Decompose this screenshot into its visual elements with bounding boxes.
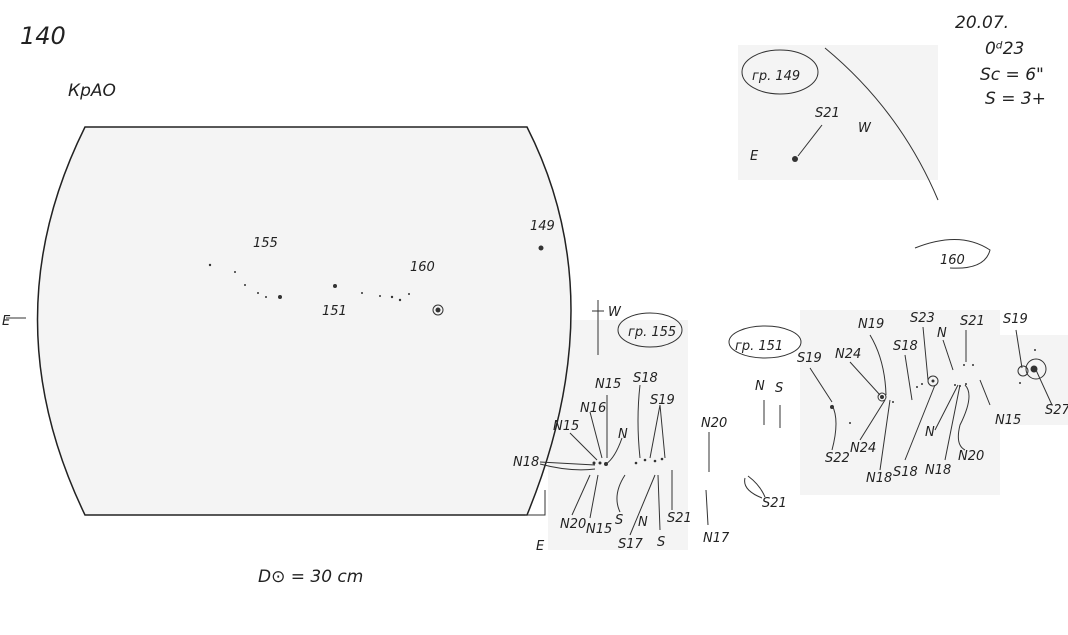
label: S	[615, 513, 623, 528]
label: N24	[850, 441, 876, 456]
label: S17	[618, 537, 644, 552]
label: S21	[762, 496, 787, 511]
label: N15	[586, 522, 612, 537]
group-160-labels: S19 N24 N19 S18 S23 N S21 S19 S22 N24 N1…	[797, 311, 1068, 486]
label: S18	[893, 339, 918, 354]
label: N18	[925, 463, 951, 478]
label: S21	[960, 314, 985, 329]
group-160-title-arc	[914, 239, 991, 269]
group-160-lines	[809, 326, 1053, 471]
group-155-labels: N15 N16 N15 S18 S19 N N18 N20 N15 S S17 …	[513, 371, 692, 554]
group-label-151: 151	[322, 304, 347, 319]
label: N15	[553, 419, 579, 434]
label: S22	[825, 451, 850, 466]
label: S27	[1045, 403, 1068, 418]
seeing: Sc = 6"	[980, 65, 1044, 85]
group-151-lines	[705, 400, 781, 526]
date: 20.07.	[955, 13, 1009, 33]
scale-note: D⊙ = 30 cm	[258, 567, 363, 587]
label: E	[750, 149, 759, 164]
label: S18	[893, 465, 918, 480]
label: S19	[650, 393, 675, 408]
group-label-155: 155	[253, 236, 278, 251]
label: N	[755, 379, 765, 394]
group-151-title-ellipse	[728, 325, 802, 359]
label: S21	[667, 511, 692, 526]
label: S23	[910, 311, 935, 326]
group-155-title-ellipse	[617, 312, 683, 348]
label: S19	[797, 351, 822, 366]
inset-160-background	[800, 310, 1000, 495]
group-160-title: 160	[940, 253, 965, 268]
label: N16	[580, 401, 606, 416]
label: N	[937, 326, 947, 341]
label: N	[618, 427, 628, 442]
observatory-label: КрАО	[68, 81, 116, 101]
quality: S = 3+	[985, 89, 1046, 109]
group-155-spots	[592, 457, 664, 466]
label: S	[657, 535, 665, 550]
label: S21	[815, 106, 840, 121]
group-label-149: 149	[530, 219, 555, 234]
group-149-title-ellipse	[741, 49, 819, 95]
label: S	[775, 381, 783, 396]
spot	[792, 156, 798, 162]
inset-149-background	[738, 45, 938, 180]
label: E	[536, 539, 545, 554]
label: N18	[866, 471, 892, 486]
group-160-spots	[830, 349, 1047, 424]
label: N20	[560, 517, 586, 532]
limb-arc	[824, 47, 939, 201]
label: S19	[1003, 312, 1028, 327]
group-155-lines	[539, 384, 673, 536]
group-149-title: гр. 149	[752, 69, 800, 84]
label: N17	[703, 531, 730, 546]
label: S18	[633, 371, 658, 386]
group-151-title: гр. 151	[735, 339, 783, 354]
label: N15	[595, 377, 621, 392]
label: N	[638, 515, 648, 530]
label: N20	[701, 416, 727, 431]
west-label: W	[608, 305, 622, 320]
east-label: E	[2, 314, 11, 329]
label: N24	[835, 347, 861, 362]
label: N15	[995, 413, 1021, 428]
label: N	[925, 425, 935, 440]
disk-spots	[208, 245, 544, 316]
group-155-title: гр. 155	[628, 325, 676, 340]
group-label-160: 160	[410, 260, 435, 275]
time: 0ᵈ23	[985, 39, 1024, 59]
label: N18	[513, 455, 539, 470]
label: N20	[958, 449, 984, 464]
solar-disk	[36, 126, 572, 516]
limb-fragment	[525, 490, 546, 516]
label: W	[858, 121, 872, 136]
sketch-number: 140	[20, 22, 66, 50]
pointer	[797, 124, 823, 157]
label: N19	[858, 317, 884, 332]
